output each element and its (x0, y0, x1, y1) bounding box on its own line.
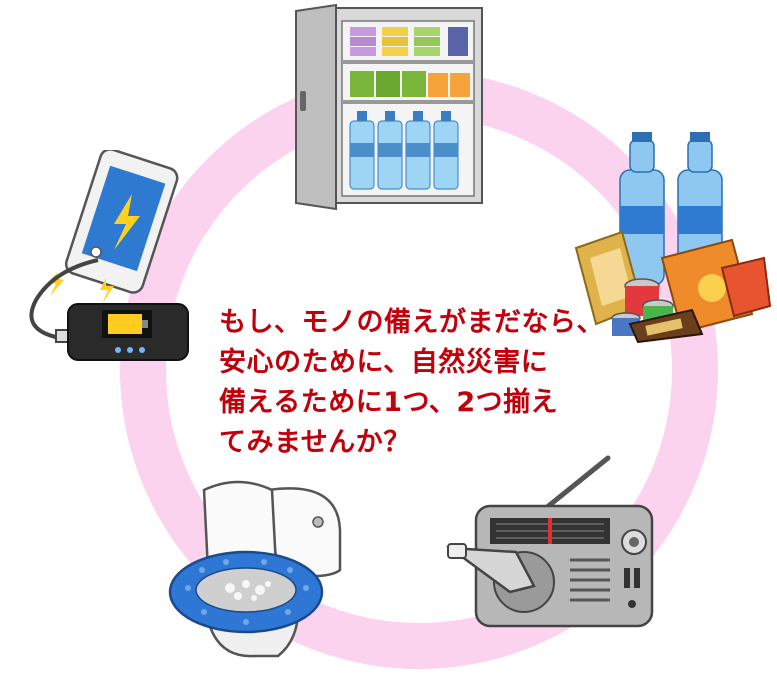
battery-charger-icon (29, 150, 189, 361)
message-line-3: 備えるために1つ、2つ揃え (219, 387, 559, 418)
message-line-2: 安心のために、自然災害に (219, 347, 549, 378)
water-bottles-icon (574, 132, 772, 343)
shelf-icon (295, 3, 483, 211)
toilet-icon (168, 480, 342, 658)
radio-icon (446, 455, 654, 628)
message-text: もし、モノの備えがまだなら、 安心のために、自然災害に 備えるために1つ、2つ揃… (219, 303, 619, 463)
message-line-1: もし、モノの備えがまだなら、 (219, 307, 604, 338)
message-line-4: てみませんか？ (219, 427, 411, 458)
